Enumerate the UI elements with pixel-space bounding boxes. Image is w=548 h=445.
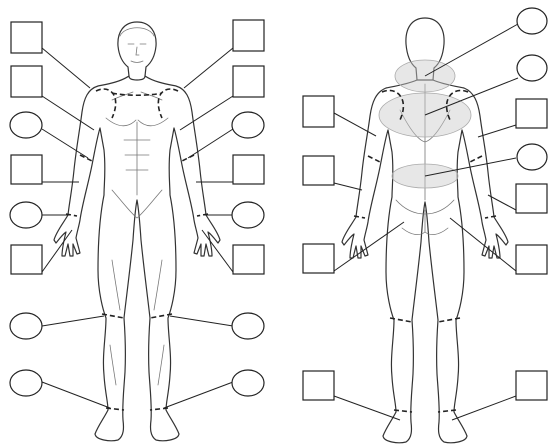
label-box bbox=[303, 156, 334, 185]
front-face bbox=[128, 44, 146, 63]
front-abs bbox=[112, 122, 162, 218]
label-box bbox=[516, 371, 547, 400]
front-neck-band bbox=[112, 93, 162, 95]
front-ankle-band bbox=[106, 408, 168, 410]
label-circle bbox=[517, 144, 547, 170]
label-box bbox=[303, 371, 334, 400]
back-ankle-band bbox=[394, 410, 456, 412]
front-head bbox=[118, 22, 156, 80]
label-circle bbox=[232, 313, 264, 339]
front-left-label-column bbox=[10, 22, 42, 396]
front-shoulder-band bbox=[96, 89, 178, 118]
label-box bbox=[11, 66, 42, 97]
back-knee-band bbox=[390, 318, 460, 322]
front-wrist-band bbox=[66, 214, 208, 216]
back-left-label-column bbox=[303, 96, 334, 400]
front-hairline bbox=[120, 28, 154, 36]
label-circle bbox=[10, 370, 42, 396]
label-box bbox=[516, 245, 547, 274]
label-circle bbox=[10, 112, 42, 138]
label-box bbox=[233, 66, 264, 97]
label-box bbox=[303, 96, 334, 127]
label-box bbox=[11, 155, 42, 184]
label-box bbox=[516, 184, 547, 213]
front-figure bbox=[54, 22, 220, 441]
label-box bbox=[11, 22, 42, 53]
front-right-label-column bbox=[232, 20, 264, 396]
back-gluteal-details bbox=[402, 210, 448, 235]
label-box bbox=[233, 245, 264, 274]
label-box bbox=[516, 99, 547, 128]
front-knee-band bbox=[102, 314, 172, 318]
front-leg-lines bbox=[110, 260, 164, 385]
label-circle bbox=[10, 202, 42, 228]
label-box bbox=[303, 244, 334, 273]
label-box bbox=[233, 155, 264, 184]
label-box bbox=[11, 245, 42, 274]
back-right-label-column bbox=[516, 8, 547, 400]
label-circle bbox=[517, 8, 547, 34]
label-circle bbox=[517, 55, 547, 81]
back-figure bbox=[342, 18, 508, 443]
label-circle bbox=[232, 370, 264, 396]
label-box bbox=[233, 20, 264, 51]
label-circle bbox=[232, 112, 264, 138]
label-circle bbox=[10, 313, 42, 339]
label-circle bbox=[232, 202, 264, 228]
